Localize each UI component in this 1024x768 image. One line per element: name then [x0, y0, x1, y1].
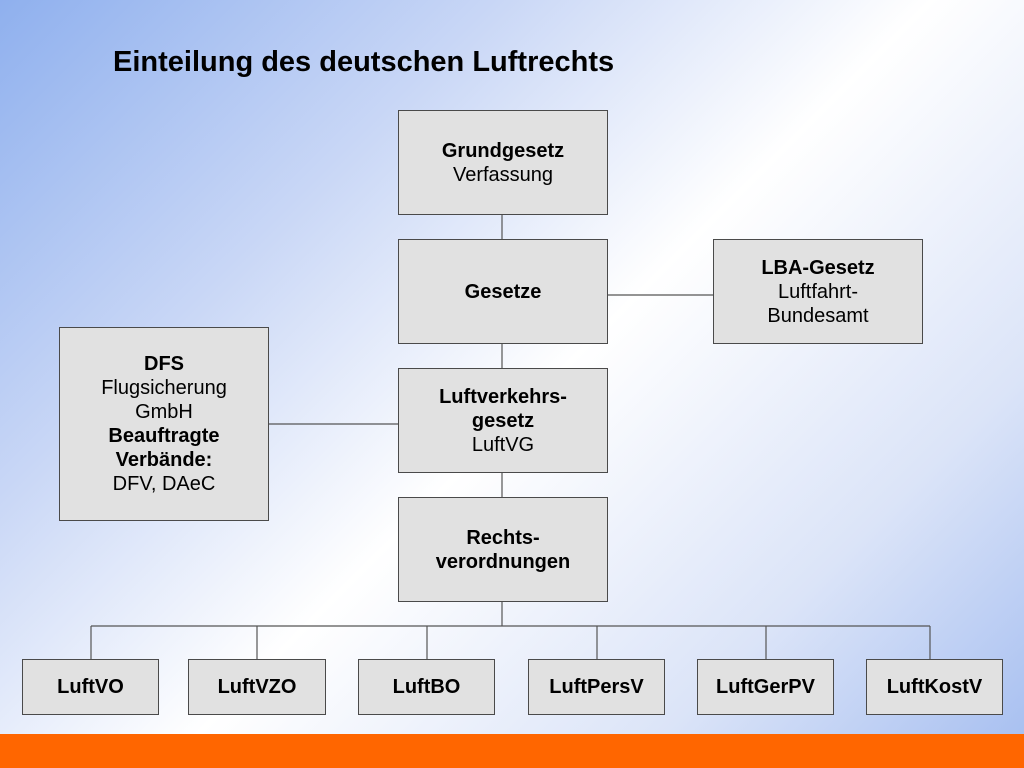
node-luftvg-text: LuftVG: [471, 433, 535, 456]
node-dfs-heading2-line1: Beauftragte: [108, 425, 220, 447]
node-dfs-line3: DFV, DAeC: [112, 473, 216, 495]
footer-bar: [0, 734, 1024, 768]
node-grundgesetz-text: Verfassung: [452, 163, 554, 186]
node-dfs: DFS Flugsicherung GmbH Beauftragte Verbä…: [59, 327, 269, 521]
node-luftpersv-label: LuftPersV: [549, 676, 644, 698]
node-luftpersv: LuftPersV: [528, 659, 665, 715]
node-luftbo: LuftBO: [358, 659, 495, 715]
node-gesetze-heading: Gesetze: [464, 280, 542, 303]
node-dfs-heading2-line2: Verbände:: [115, 449, 213, 471]
node-luftvo: LuftVO: [22, 659, 159, 715]
node-dfs-heading: DFS: [144, 353, 184, 375]
slide-title: Einteilung des deutschen Luftrechts: [113, 46, 615, 78]
node-dfs-line2: GmbH: [135, 401, 193, 423]
node-dfs-line1: Flugsicherung: [101, 377, 227, 399]
node-lba-gesetz: LBA-Gesetz Luftfahrt- Bundesamt: [713, 239, 923, 344]
node-rechtsverordnungen-line2: verordnungen: [435, 550, 571, 573]
node-luftkostv: LuftKostV: [866, 659, 1003, 715]
node-luftgerpv-label: LuftGerPV: [716, 676, 815, 698]
node-lba-line2: Bundesamt: [767, 304, 869, 327]
node-luftbo-label: LuftBO: [392, 676, 461, 698]
node-luftvo-label: LuftVO: [57, 676, 124, 698]
node-luftvg-heading-line1: Luftverkehrs-: [439, 385, 567, 408]
node-lba-line1: Luftfahrt-: [777, 280, 859, 303]
node-lba-heading: LBA-Gesetz: [761, 256, 875, 279]
node-grundgesetz: Grundgesetz Verfassung: [398, 110, 608, 215]
node-luftkostv-label: LuftKostV: [886, 676, 983, 698]
node-grundgesetz-heading: Grundgesetz: [441, 139, 565, 162]
node-gesetze: Gesetze: [398, 239, 608, 344]
node-luftvzo-label: LuftVZO: [217, 676, 297, 698]
node-rechtsverordnungen-line1: Rechts-: [466, 526, 540, 549]
node-luftvzo: LuftVZO: [188, 659, 326, 715]
node-rechtsverordnungen: Rechts- verordnungen: [398, 497, 608, 602]
node-luftvg-heading-line2: gesetz: [471, 409, 535, 432]
node-luftgerpv: LuftGerPV: [697, 659, 834, 715]
node-luftvg: Luftverkehrs- gesetz LuftVG: [398, 368, 608, 473]
